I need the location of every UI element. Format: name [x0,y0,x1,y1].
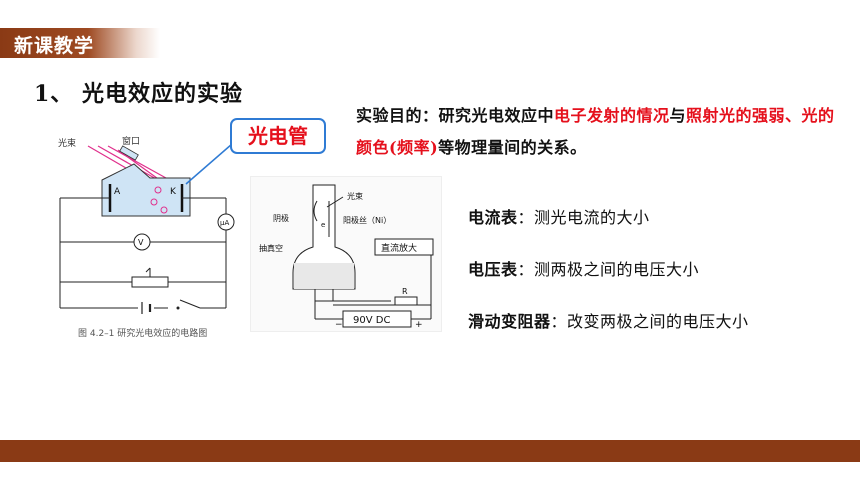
apparatus-diagram: 光束 阴极 阳极丝（Ni） e 抽真空 直流放大 R 90V DC − + [259,184,434,330]
definition-voltmeter: 电压表：测两极之间的电压大小 [468,256,699,280]
section-banner: 新课教学 [0,28,160,58]
phototube-callout: 光电管 [230,118,326,154]
section-title: 1、 光电效应的实验 [34,81,243,107]
experiment-purpose: 实验目的：研究光电效应中电子发射的情况与照射光的强弱、光的颜色(频率)等物理量间… [356,100,846,164]
banner-title: 新课教学 [14,35,95,57]
purpose-prefix: 实验目的：研究光电效应中 [356,106,555,125]
rheostat-icon [131,276,169,288]
electron-label: e [321,221,325,229]
plus-label: + [415,320,423,330]
circuit-figure: 光束 窗口 A K [50,124,290,344]
definition-desc: ：改变两极之间的电压大小 [550,312,749,331]
bottom-bar [0,440,860,462]
definition-term: 电流表 [468,208,518,227]
definition-desc: ：测光电流的大小 [517,208,650,227]
purpose-mid: 与 [669,106,687,125]
window-label: 窗口 [122,135,140,147]
definition-rheostat: 滑动变阻器：改变两极之间的电压大小 [468,308,749,332]
circuit-diagram: 光束 窗口 A K [58,135,235,339]
definition-term: 滑动变阻器 [468,312,551,331]
amplifier-label: 直流放大 [381,242,417,254]
ammeter-icon [217,213,235,231]
voltmeter-label: V [138,238,144,247]
light-label: 光束 [347,191,363,201]
purpose-suffix: 等物理量间的关系。 [438,138,587,157]
light-label: 光束 [58,137,76,149]
dc-source-label: 90V DC [353,315,390,326]
purpose-highlight-1: 电子发射的情况 [554,106,670,125]
voltmeter-icon [133,233,151,251]
window-shape [119,145,139,161]
switch-icon [176,306,180,310]
definition-ammeter: 电流表：测光电流的大小 [468,204,650,228]
figure-caption: 图 4.2–1 研究光电效应的电路图 [78,327,207,339]
resistor-icon [394,296,418,306]
phototube-shape [101,163,191,217]
circuit-wires [59,197,227,309]
minus-label: − [335,320,343,330]
dc-source-box [342,310,412,328]
light-beam-line [326,196,344,208]
electron-icon [150,198,158,206]
amplifier-box [374,238,434,256]
electron-icon [154,186,162,194]
cathode-label: K [170,187,177,197]
ammeter-label: μA [220,219,229,227]
electron-icon [160,206,168,214]
anode-label: A [114,187,121,197]
cathode-label: 阴极 [273,213,289,223]
definition-term: 电压表 [468,260,518,279]
cathode-electrode [313,200,318,222]
vacuum-label: 抽真空 [259,243,283,253]
resistor-label: R [402,287,408,296]
apparatus-figure: 光束 阴极 阳极丝（Ni） e 抽真空 直流放大 R 90V DC − + [250,176,442,332]
anode-label: 阳极丝（Ni） [343,215,391,225]
purpose-highlight-2: 照射光的强弱、光的颜色(频率) [356,106,835,157]
definition-desc: ：测两极之间的电压大小 [517,260,700,279]
callout-pointer [185,143,233,185]
tube-base-shading [294,263,354,289]
